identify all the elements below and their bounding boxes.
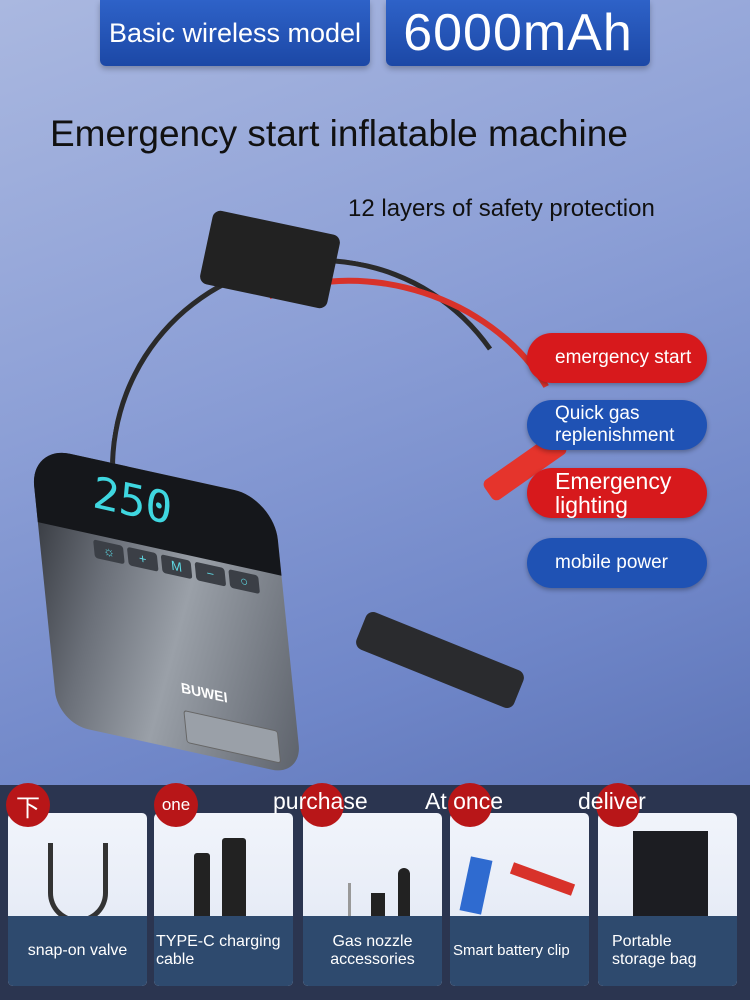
accessory-card: Smart battery clip [450, 813, 589, 986]
nozzle-icon [398, 868, 410, 923]
needle-icon [348, 883, 351, 923]
feature-label: mobile power [555, 552, 668, 573]
feature-pill: Emergency lighting [527, 468, 707, 518]
feature-label: emergency start [555, 347, 692, 368]
feature-pill: emergency start [527, 333, 707, 383]
accessory-card: snap-on valve [8, 813, 147, 986]
accessory-label: snap-on valve [8, 916, 147, 986]
clamp-icon [509, 862, 576, 896]
accessory-label: Smart battery clip [450, 916, 589, 986]
accessory-card: Gas nozzle accessories [303, 813, 442, 986]
accessory-label: TYPE-C charging cable [154, 916, 293, 986]
banner-word: At once [425, 788, 503, 814]
banner-word: deliver [578, 788, 646, 814]
nozzle-icon [371, 893, 385, 923]
banner-circle [448, 783, 492, 827]
banner-circle [300, 783, 344, 827]
banner-word: purchase [273, 788, 368, 814]
accessory-label: Portable storage bag [598, 916, 737, 986]
accessory-label: Gas nozzle accessories [303, 916, 442, 986]
capacity-badge: 6000mAh [386, 0, 650, 66]
banner-word: one [161, 795, 191, 814]
valve-hose-icon [48, 843, 108, 923]
accessory-card: Portable storage bag [598, 813, 737, 986]
product-title: Emergency start inflatable machine [50, 113, 628, 154]
banner-word: 下 [16, 794, 40, 822]
banner-circle: one [154, 783, 198, 827]
smart-clip-icon [459, 856, 493, 915]
model-badge: Basic wireless model [100, 0, 370, 66]
pressure-readout: 250 [90, 466, 175, 537]
storage-bag-icon [633, 831, 708, 923]
model-label: Basic wireless model [108, 17, 362, 48]
capacity-label: 6000mAh [403, 4, 633, 62]
banner-circle: 下 [6, 783, 50, 827]
usb-a-plug-icon [222, 838, 246, 923]
feature-pill: Quick gas replenishment [527, 400, 707, 450]
usb-c-plug-icon [194, 853, 210, 923]
feature-label: Emergency lighting [555, 468, 672, 518]
accessory-card: TYPE-C charging cable [154, 813, 293, 986]
product-subtitle: 12 layers of safety protection [348, 195, 655, 222]
feature-label: Quick gas replenishment [555, 403, 675, 446]
banner-circle [596, 783, 640, 827]
feature-pill: mobile power [527, 538, 707, 588]
